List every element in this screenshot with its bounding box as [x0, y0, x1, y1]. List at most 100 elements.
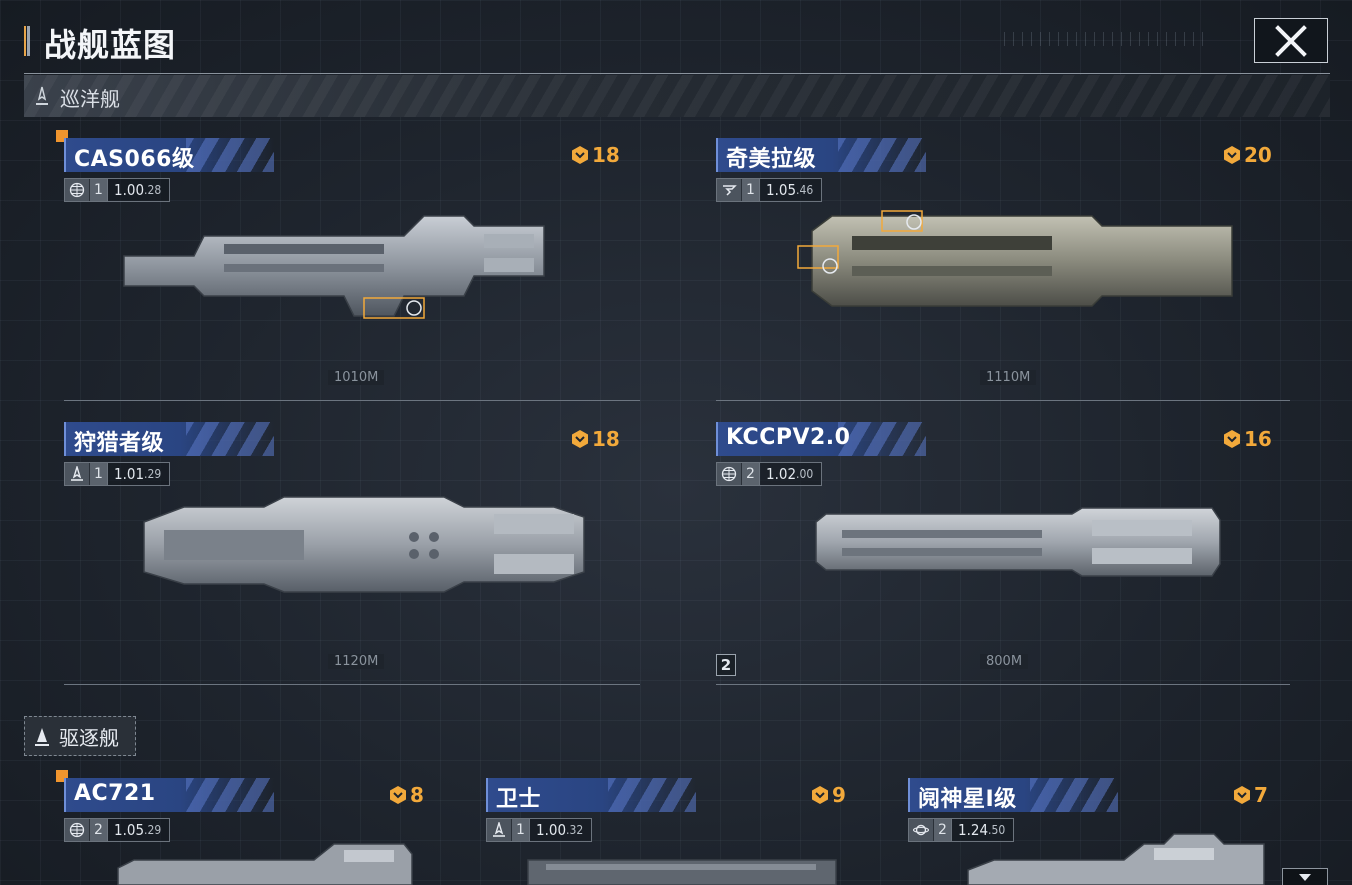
ship-card-hunter[interactable]: 狩猎者级 18 1 1.01.29 1120M — [64, 422, 640, 685]
close-x-icon — [1275, 24, 1307, 57]
ship-stats: 1 1.05.46 — [716, 178, 823, 202]
ship-card-ac721[interactable]: AC721 8 2 1.05.29 — [56, 770, 424, 885]
version-sub: .29 — [144, 467, 162, 481]
ship-name: 阋神星I级 — [918, 787, 1017, 812]
globe-icon — [65, 179, 89, 201]
ship-name-bar: CAS066级 — [64, 138, 274, 172]
version-main: 1.02 — [766, 465, 797, 483]
ship-length: 1110M — [980, 370, 1037, 385]
winged-emblem-icon — [717, 179, 741, 201]
version-main: 1.24 — [958, 821, 989, 839]
version-sub: .00 — [796, 467, 814, 481]
cost-value: 9 — [832, 783, 846, 807]
ship-name: 卫士 — [496, 787, 542, 812]
version-sub: .50 — [988, 823, 1006, 837]
cruiser-class-icon — [487, 819, 511, 841]
ship-name: KCCPV2.0 — [726, 425, 851, 450]
ship-cost: 8 — [388, 783, 424, 807]
ship-version: 1.24.50 — [951, 819, 1013, 841]
title-accent-bar — [24, 26, 30, 56]
version-sub: .46 — [796, 183, 814, 197]
ship-stats: 1 1.00.28 — [64, 178, 171, 202]
ship-length: 1120M — [328, 654, 385, 669]
section-header-destroyer[interactable]: 驱逐舰 — [24, 716, 136, 756]
version-main: 1.00 — [536, 821, 567, 839]
ship-blueprint-image — [527, 859, 837, 885]
ship-stats: 2 1.24.50 — [908, 818, 1015, 842]
ship-cost: 18 — [570, 143, 620, 167]
ship-cost: 18 — [570, 427, 620, 451]
destroyer-class-icon — [35, 728, 49, 746]
ship-card-chimera[interactable]: 奇美拉级 20 1 1.05.46 1110M — [716, 138, 1290, 401]
version-main: 1.05 — [766, 181, 797, 199]
cost-icon — [572, 430, 588, 448]
ship-card-eris[interactable]: 阋神星I级 7 2 1.24.50 — [908, 778, 1268, 885]
ship-name: 狩猎者级 — [74, 431, 165, 456]
cost-icon — [1224, 146, 1240, 164]
ship-cost: 7 — [1232, 783, 1268, 807]
page-title: 战舰蓝图 — [44, 26, 177, 64]
ship-blueprint-image — [117, 843, 413, 885]
cost-value: 16 — [1244, 427, 1272, 451]
cost-value: 18 — [592, 427, 620, 451]
ship-card-cas066[interactable]: CAS066级 18 1 1.00.28 1010M — [56, 130, 640, 401]
ship-blueprint-image — [797, 210, 1233, 307]
ship-stats: 1 1.01.29 — [64, 462, 171, 486]
globe-icon — [717, 463, 741, 485]
tier-badge: 2 — [716, 654, 736, 676]
header-divider — [24, 73, 1330, 74]
version-main: 1.05 — [114, 821, 145, 839]
ship-cost: 9 — [810, 783, 846, 807]
ship-length: 800M — [980, 654, 1029, 669]
ship-stats: 1 1.00.32 — [486, 818, 593, 842]
scroll-down-button[interactable] — [1282, 868, 1328, 885]
cost-value: 7 — [1254, 783, 1268, 807]
ship-level: 1 — [89, 179, 107, 201]
ship-cost: 20 — [1222, 143, 1272, 167]
scale-line — [716, 400, 1290, 401]
ship-version: 1.00.28 — [107, 179, 169, 201]
decorative-ticks — [1004, 32, 1204, 46]
ship-level: 1 — [741, 179, 759, 201]
ship-version: 1.00.32 — [529, 819, 591, 841]
ship-name-bar: 奇美拉级 — [716, 138, 926, 172]
ship-card-kccpv2[interactable]: KCCPV2.0 16 2 1.02.00 2 800M — [716, 422, 1290, 685]
ship-level: 2 — [933, 819, 951, 841]
cruiser-class-icon — [36, 86, 48, 105]
ship-version: 1.02.00 — [759, 463, 821, 485]
scale-line — [64, 400, 640, 401]
ship-name: AC721 — [74, 781, 156, 806]
cruiser-class-icon — [65, 463, 89, 485]
ship-version: 1.05.46 — [759, 179, 821, 201]
ship-blueprint-image — [143, 496, 585, 593]
cost-value: 18 — [592, 143, 620, 167]
version-main: 1.01 — [114, 465, 145, 483]
globe-icon — [65, 819, 89, 841]
ship-name-bar: AC721 — [64, 778, 274, 812]
close-button[interactable] — [1254, 18, 1328, 63]
section-label: 驱逐舰 — [59, 725, 119, 750]
page-header: 战舰蓝图 — [24, 18, 1328, 66]
ship-level: 2 — [89, 819, 107, 841]
ship-length: 1010M — [328, 370, 385, 385]
ship-level: 1 — [89, 463, 107, 485]
version-sub: .32 — [566, 823, 584, 837]
ship-name: CAS066级 — [74, 147, 195, 172]
ship-blueprint-image — [967, 833, 1265, 885]
cost-icon — [1224, 430, 1240, 448]
ship-name: 奇美拉级 — [726, 147, 817, 172]
cost-icon — [390, 786, 406, 804]
ship-cost: 16 — [1222, 427, 1272, 451]
ship-stats: 2 1.02.00 — [716, 462, 823, 486]
ship-name-bar: 阋神星I级 — [908, 778, 1118, 812]
ship-blueprint-image — [815, 507, 1221, 577]
cost-icon — [1234, 786, 1250, 804]
cost-value: 20 — [1244, 143, 1272, 167]
version-main: 1.00 — [114, 181, 145, 199]
ship-card-guardian[interactable]: 卫士 9 1 1.00.32 — [486, 778, 846, 885]
ship-name-bar: 狩猎者级 — [64, 422, 274, 456]
planet-emblem-icon — [909, 819, 933, 841]
cost-icon — [572, 146, 588, 164]
section-header-cruiser[interactable]: 巡洋舰 — [24, 75, 1330, 117]
chevron-down-icon — [1299, 874, 1311, 881]
